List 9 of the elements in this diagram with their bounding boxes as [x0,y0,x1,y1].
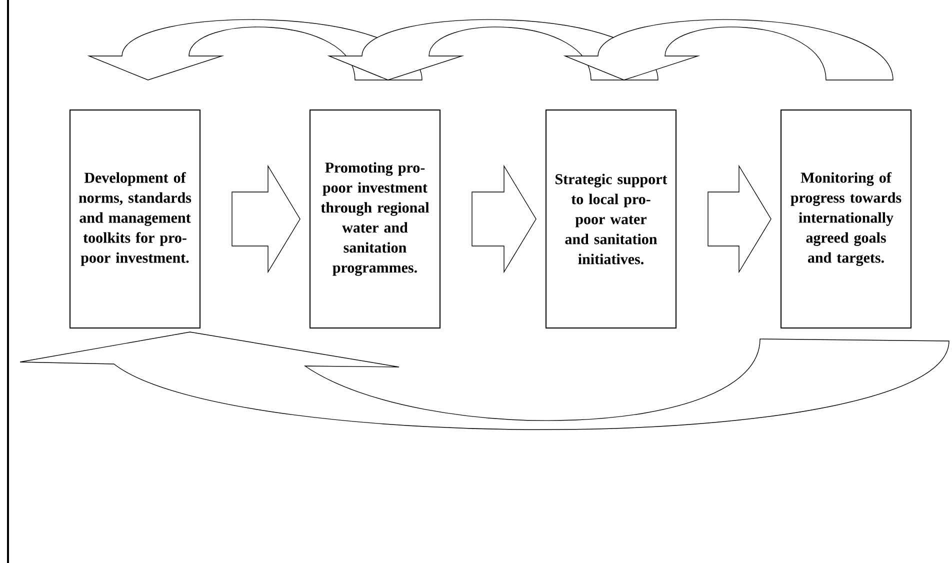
block-arrow [708,164,772,274]
process-box: Promoting pro-poor investment through regional water and sanitation programmes. [310,110,440,328]
block-arrow [472,164,536,274]
block-arrow [232,164,300,274]
process-box: Strategic support to local pro-poor water and sanitation initiatives. [546,110,676,328]
block-arrow [20,332,950,430]
process-box: Development of norms, standards and management toolkits for pro-poor investment. [70,110,200,328]
process-box: Monitoring of progress towards internationally agreed goals and targets. [780,110,912,328]
block-arrow [564,19,894,80]
